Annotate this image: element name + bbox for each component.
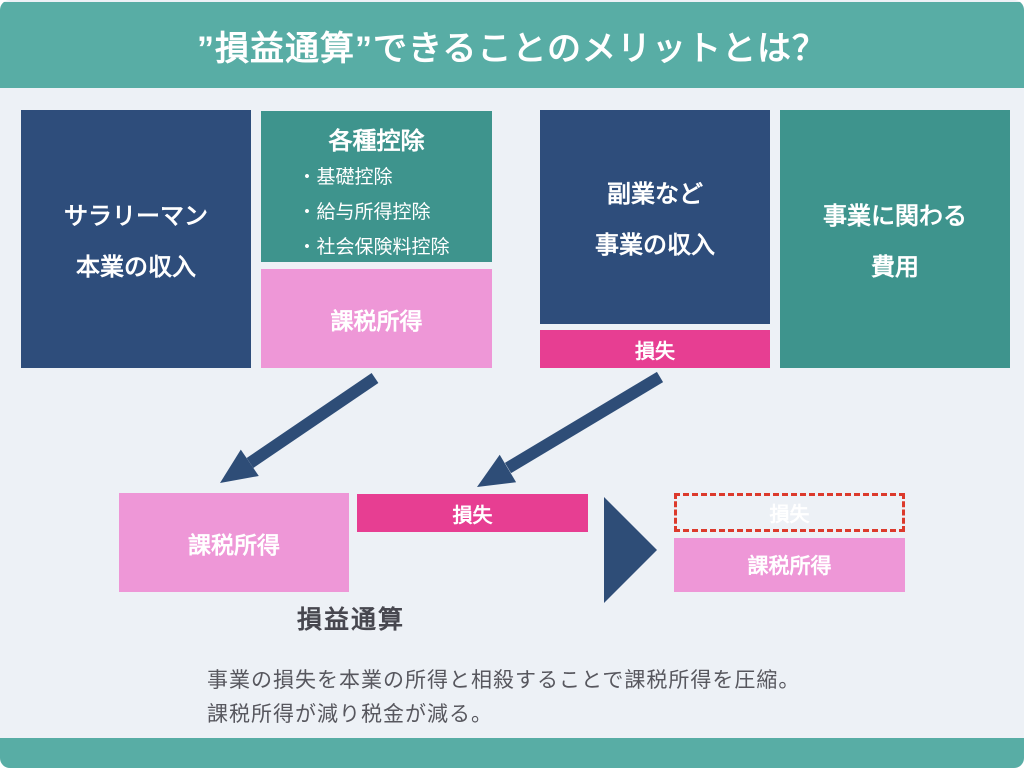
side-income-box: 副業など 事業の収入	[540, 110, 770, 324]
business-loss-box: 損失	[540, 330, 770, 368]
offset-taxable-label: 課税所得	[188, 531, 280, 558]
aggregation-label: 損益通算	[297, 606, 406, 634]
side-income-line1: 副業など	[607, 181, 703, 208]
cancelled-loss-label: 損失	[769, 504, 810, 526]
business-expense-box: 事業に関わる 費用	[780, 110, 1010, 368]
offset-taxable-income-box: 課税所得	[119, 493, 349, 592]
business-expense-line1: 事業に関わる	[823, 203, 967, 230]
side-income-line2: 事業の収入	[595, 232, 715, 259]
result-taxable-label: 課税所得	[747, 555, 832, 578]
business-expense-line2: 費用	[871, 254, 919, 281]
deductions-list: ・基礎控除 ・給与所得控除 ・社会保険料控除	[297, 162, 449, 259]
taxable-income-label: 課税所得	[330, 307, 423, 334]
deductions-title: 各種控除	[328, 128, 425, 155]
arrow-taxable-down-icon	[220, 373, 379, 483]
summary-line1: 事業の損失を本業の所得と相殺することで課税所得を圧縮。	[207, 669, 801, 692]
summary-line2: 課税所得が減り税金が減る。	[207, 703, 493, 726]
deduction-item-insurance: ・社会保険料控除	[297, 237, 450, 258]
salary-income-line2: 本業の収入	[76, 254, 196, 281]
offset-loss-box: 損失	[357, 494, 588, 532]
footer-bar	[0, 738, 1024, 768]
deductions-box: 各種控除 ・基礎控除 ・給与所得控除 ・社会保険料控除	[261, 111, 492, 262]
result-taxable-income-box: 課税所得	[674, 538, 905, 592]
taxable-income-box: 課税所得	[261, 269, 492, 368]
cancelled-loss-box: 損失	[674, 493, 905, 532]
business-loss-label: 損失	[635, 340, 675, 363]
deduction-item-basic: ・基礎控除	[297, 167, 393, 188]
summary-text: 事業の損失を本業の所得と相殺することで課税所得を圧縮。 課税所得が減り税金が減る…	[207, 664, 800, 732]
deduction-item-salary: ・給与所得控除	[297, 202, 431, 223]
arrow-loss-down-icon	[477, 371, 664, 487]
header-bar: ”損益通算”できることのメリットとは？	[0, 2, 1024, 88]
offset-loss-label: 損失	[452, 504, 493, 527]
salary-income-box: サラリーマン 本業の収入	[21, 110, 251, 368]
salary-income-line1: サラリーマン	[64, 203, 208, 230]
page-title: ”損益通算”できることのメリットとは？	[197, 29, 827, 68]
merge-arrow-icon	[604, 497, 657, 603]
